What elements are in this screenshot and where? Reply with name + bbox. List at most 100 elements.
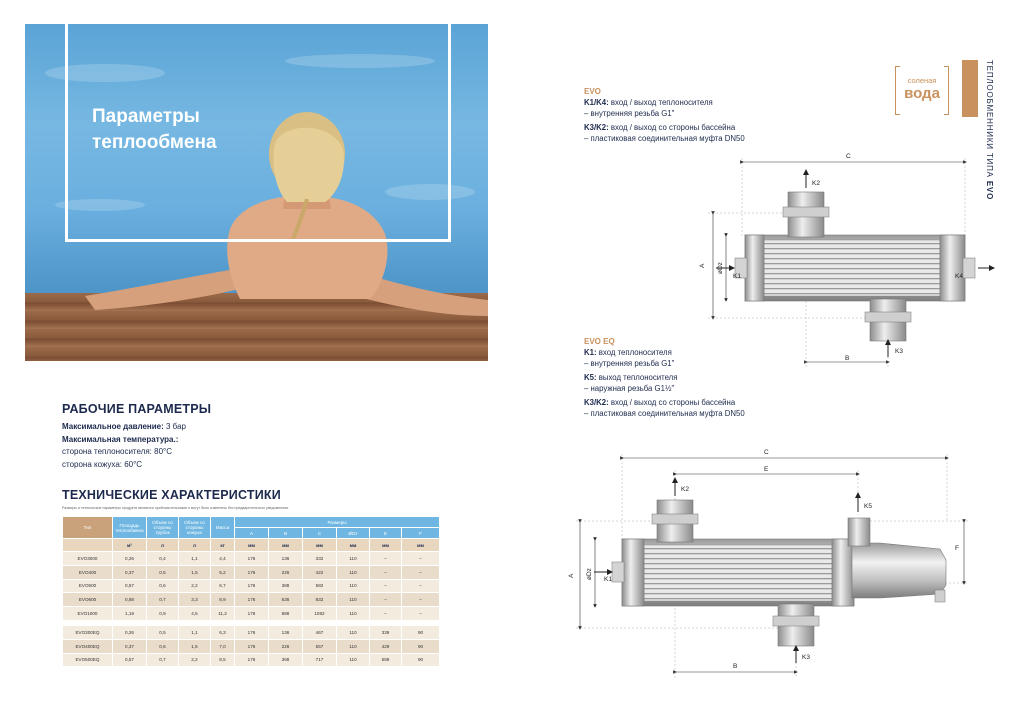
value-cell: 832 [302, 592, 337, 608]
water-ripple [285, 54, 435, 68]
k3-label: K3 [895, 348, 903, 355]
value-cell: 0,9 [146, 606, 179, 621]
value-cell: – [400, 592, 441, 608]
value-cell: – [369, 564, 402, 580]
value-cell: 0,26 [112, 624, 147, 640]
value-cell: 0,6 [146, 578, 179, 594]
value-cell: 1,5 [178, 564, 211, 580]
eq-k32: K3/K2: вход / выход со стороны бассейна [584, 397, 745, 408]
value-cell: 0,26 [112, 551, 147, 566]
value-cell: 110 [336, 564, 370, 580]
unit-cell: мм [234, 538, 269, 552]
eq-k32-sub: – пластиковая соединительная муфта DN50 [584, 409, 745, 418]
value-cell: 110 [336, 652, 370, 668]
eq-k32-text: вход / выход со стороны бассейна [608, 398, 736, 407]
model-cell: EVO600 [62, 592, 113, 608]
col-area: Площадь теплообмена [112, 516, 147, 539]
k2-label: K2 [812, 180, 820, 187]
eq-k3-label: K3 [802, 654, 810, 661]
max-pressure-label: Максимальное давление: [62, 422, 164, 431]
value-cell: 90 [400, 624, 441, 640]
evo-eq-description: EVO EQ K1: вход теплоносителя – внутренн… [584, 336, 745, 419]
water-ripple [385, 184, 475, 200]
value-cell: 3,3 [178, 592, 211, 608]
value-cell: 888 [268, 606, 303, 621]
value-cell: 368 [268, 652, 303, 668]
value-cell: 8,5 [210, 652, 235, 668]
value-cell: – [400, 606, 441, 621]
max-temp-line: Максимальная температура.: [62, 434, 186, 447]
model-cell: EVO400 [62, 564, 113, 580]
value-cell: 0,7 [146, 592, 179, 608]
side-accent-bar [962, 60, 978, 117]
value-cell: 176 [234, 652, 269, 668]
value-cell: 429 [369, 638, 402, 654]
unit-cell: мм [302, 538, 337, 552]
evo-eq-heading: EVO EQ [584, 337, 615, 346]
unit-cell: л [178, 538, 211, 552]
dim-b-label: B [845, 355, 849, 362]
eq-k5-text: выход теплоносителя [596, 373, 678, 382]
swimmer-figure [85, 112, 488, 316]
value-cell: 467 [302, 624, 337, 640]
col-type: Тип [62, 516, 113, 539]
value-cell: 557 [302, 638, 337, 654]
k4-label: K4 [955, 273, 963, 280]
value-cell: 0,5 [146, 624, 179, 640]
value-cell: 226 [268, 638, 303, 654]
evo-description: EVO K1/K4: вход / выход теплоносителя – … [584, 86, 745, 144]
evo-k14: K1/K4: вход / выход теплоносителя [584, 97, 745, 108]
eq-dim-a-label: A [568, 573, 575, 578]
brand-logo: соленая вода [895, 66, 949, 115]
dim-letter: C [302, 527, 337, 539]
value-cell: 1,19 [112, 606, 147, 621]
value-cell: 110 [336, 624, 370, 640]
pool-photo: Параметры теплообмена [25, 24, 488, 361]
eq-dim-dz-label: øDz [586, 568, 593, 580]
max-temp-label: Максимальная температура.: [62, 434, 179, 444]
water-ripple [45, 64, 165, 82]
heat-side-temp: сторона теплоносителя: 80°C [62, 447, 172, 456]
value-cell: – [400, 578, 441, 594]
photo-title-line1: Параметры [92, 106, 200, 127]
value-cell: 0,37 [112, 638, 147, 654]
logo-bracket-left [895, 66, 900, 115]
working-params-title: РАБОЧИЕ ПАРАМЕТРЫ [62, 402, 212, 416]
evo-k32-text: вход / выход со стороны бассейна [608, 123, 736, 132]
eq-dim-c-label: C [764, 449, 769, 456]
value-cell: 0,5 [146, 564, 179, 580]
value-cell: 0,6 [146, 638, 179, 654]
unit-cell: кг [210, 538, 235, 552]
unit-cell: мм [336, 538, 370, 552]
unit-cell: мм [400, 538, 441, 552]
evo-k14-sub: – внутренняя резьба G1" [584, 109, 675, 118]
eq-dim-e-label: E [764, 466, 769, 473]
title-frame [65, 24, 451, 242]
evo-k32-label: K3/K2: [584, 123, 609, 132]
unit-cell: мм [369, 538, 402, 552]
evo-heading: EVO [584, 87, 601, 96]
value-cell: 176 [234, 638, 269, 654]
value-cell: 176 [234, 578, 269, 594]
eq-dim-b-label: B [733, 663, 737, 670]
shell-side-temp: сторона кожуха: 60°C [62, 459, 143, 469]
max-pressure-line: Максимальное давление: 3 бар [62, 421, 186, 434]
eq-k5: K5: выход теплоносителя [584, 372, 745, 383]
evo-k32-sub: – пластиковая соединительная муфта DN50 [584, 134, 745, 143]
value-cell: 5,2 [210, 564, 235, 580]
eq-k1-text: вход теплоносителя [596, 348, 672, 357]
unit-cell: м² [112, 538, 147, 552]
dim-c-label: C [846, 153, 851, 160]
value-cell: 110 [336, 578, 370, 594]
value-cell: 6,7 [210, 578, 235, 594]
value-cell: 4,5 [178, 606, 211, 621]
tech-note: Размеры и технические параметры продукта… [62, 506, 290, 510]
working-params: Максимальное давление: 3 бар Максимальна… [62, 421, 186, 471]
value-cell: 717 [302, 652, 337, 668]
tech-title: ТЕХНИЧЕСКИЕ ХАРАКТЕРИСТИКИ [62, 488, 281, 502]
water-ripple [55, 199, 145, 211]
